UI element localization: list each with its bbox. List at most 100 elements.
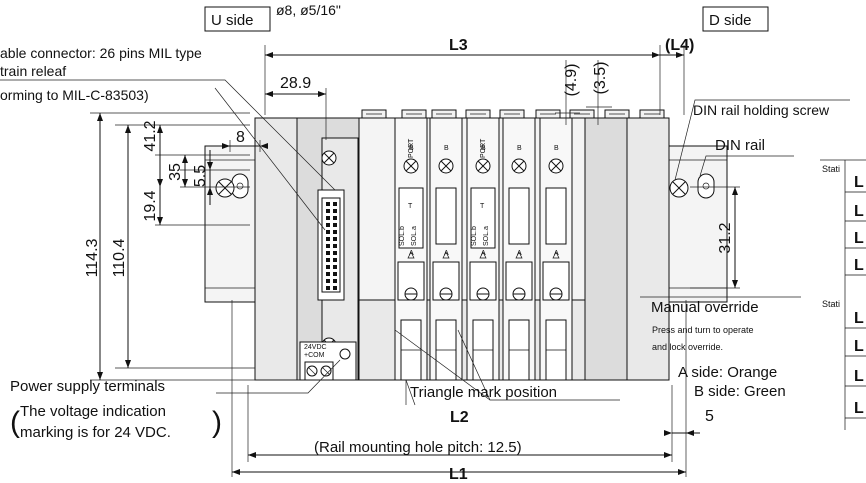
manual-override-note2: and lock override. [652, 342, 723, 352]
rotated-dimensions: 114.3 110.4 41.2 35 5.5 19.4 31.2 (4.9) … [84, 62, 734, 278]
sol-a-text: SOL.a [483, 226, 490, 246]
table-row-label: L [854, 203, 864, 220]
din-rail-label: DIN rail [715, 137, 765, 154]
port-text: PORT [480, 138, 487, 158]
port-a-text: A [409, 250, 414, 257]
blank-label-plate [435, 187, 457, 245]
table-row-label: L [854, 368, 864, 385]
manual-override-label: Manual override [651, 299, 759, 316]
connector-pin [333, 286, 337, 290]
port-b-text: B [409, 145, 414, 152]
solenoid-label-plate [398, 187, 424, 249]
connector-pin [326, 230, 330, 234]
port-b-text: B [554, 145, 559, 152]
connector-pin [326, 223, 330, 227]
connector-pin [326, 209, 330, 213]
table-row-label: L [854, 174, 864, 191]
dim-41-2: 41.2 [142, 120, 159, 151]
table-row-label: L [854, 257, 864, 274]
connector-pin [333, 265, 337, 269]
dim-4-9: (4.9) [563, 64, 580, 97]
stations-header-1: Stati [822, 164, 840, 174]
port-a-text: A [554, 250, 559, 257]
table-row-label: L [854, 230, 864, 247]
dim-114-3: 114.3 [84, 238, 101, 277]
din-screw-label: DIN rail holding screw [693, 102, 830, 118]
triangle-mark-icon [479, 251, 487, 259]
dim-5-5: 5.5 [192, 165, 209, 187]
connector-pin [333, 223, 337, 227]
dim-L1: L1 [449, 466, 468, 483]
sol-b-text: SOL.b [471, 226, 478, 246]
valve-screw-cross [405, 160, 417, 172]
flat-cable-label-line2: train releaf [0, 63, 66, 79]
sol-b-text: SOL.b [399, 226, 406, 246]
voltage-note-line2: marking is for 24 VDC. [20, 424, 171, 441]
note-paren-open: ( [10, 406, 20, 439]
triangle-mark-label: Triangle mark position [410, 384, 557, 401]
connector-pin [333, 216, 337, 220]
power-supply-terminal-block: 24VDC +COM [299, 341, 357, 381]
connector-pin [326, 258, 330, 262]
connector-pin [326, 202, 330, 206]
flat-cable-connector [317, 189, 345, 301]
table-row-label: L [854, 310, 864, 327]
valve-screw-cross [513, 160, 525, 172]
terminal-24vdc-label: 24VDC [304, 344, 327, 351]
dim-28-9: 28.9 [280, 75, 311, 92]
valve-t-text: T [408, 203, 413, 210]
b-side-label: B side: Green [694, 383, 786, 400]
valve-screw-cross [477, 160, 489, 172]
port-text: PORT [408, 138, 415, 158]
rail-pitch-label: (Rail mounting hole pitch: 12.5) [314, 439, 522, 456]
dim-31-2: 31.2 [717, 222, 734, 253]
valve-screw-cross [550, 160, 562, 172]
blank-label-plate [508, 187, 530, 245]
sol-a-text: SOL.a [411, 226, 418, 246]
port-b-text: B [481, 145, 486, 152]
port-a-text: A [481, 250, 486, 257]
connector-pin [333, 209, 337, 213]
triangle-mark-icon [552, 251, 560, 259]
connector-pin [333, 272, 337, 276]
connector-pin [333, 258, 337, 262]
fitting-size-label: ø8, ø5/16" [276, 2, 341, 18]
manual-override-note1: Press and turn to operate [652, 325, 754, 335]
connector-pin [333, 237, 337, 241]
triangle-mark-icon [442, 251, 450, 259]
manifold-body: 24VDC +COM SOL.b SOL.a T PORT A B A B SOL.b SOL.a… [215, 109, 689, 381]
table-row-label: L [854, 400, 864, 417]
leader-lines [0, 79, 850, 406]
dimension-lines [90, 45, 740, 477]
flat-cable-label-line1: able connector: 26 pins MIL type [0, 45, 202, 61]
port-a-text: A [444, 250, 449, 257]
triangle-mark-icon [407, 251, 415, 259]
valve-t-text: T [480, 203, 485, 210]
power-terminals-label: Power supply terminals [10, 378, 165, 395]
dim-35: 35 [167, 163, 184, 181]
connector-pin [326, 286, 330, 290]
solenoid-label-plate [470, 187, 496, 249]
stations-header-2: Stati [822, 299, 840, 309]
connector-pin [326, 265, 330, 269]
valve-screw-cross [440, 160, 452, 172]
connector-pins [326, 202, 337, 290]
dim-110-4: 110.4 [111, 238, 128, 277]
dim-19-4: 19.4 [142, 190, 159, 221]
dim-L4: (L4) [665, 37, 694, 54]
connector-pin [326, 251, 330, 255]
flat-cable-label-line3: orming to MIL-C-83503) [0, 87, 149, 103]
port-b-text: B [517, 145, 522, 152]
a-side-label: A side: Orange [678, 364, 777, 381]
connector-pin [326, 216, 330, 220]
connector-pin [326, 272, 330, 276]
connector-pin [333, 202, 337, 206]
voltage-note-line1: The voltage indication [20, 403, 166, 420]
connector-pin [326, 279, 330, 283]
table-row-label: L [854, 338, 864, 355]
connector-pin [333, 230, 337, 234]
